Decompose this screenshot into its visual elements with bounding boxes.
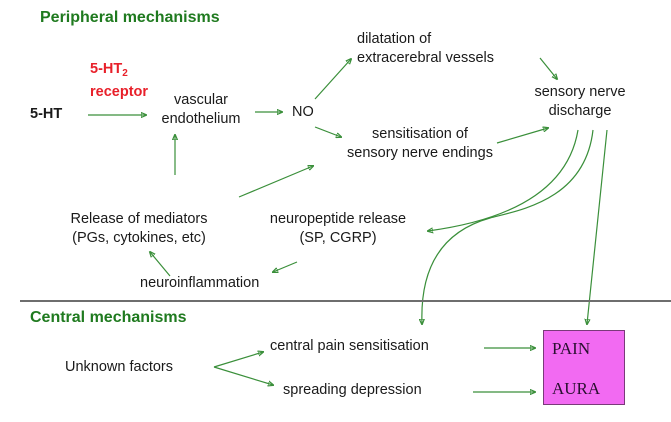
vascular-endothelium-line2: endothelium	[161, 111, 241, 127]
receptor-label: 5-HT2 receptor	[90, 60, 148, 102]
sensory-nerve-discharge-node: sensory nerve discharge	[520, 83, 640, 121]
mediators-line2: (PGs, cytokines, etc)	[72, 230, 206, 246]
arrow-discharge-to-central-pain	[422, 129, 594, 324]
receptor-label-line1: 5-HT	[90, 61, 123, 77]
neuropeptide-line2: (SP, CGRP)	[299, 230, 377, 246]
arrow-discharge-to-pain	[587, 129, 608, 324]
central-pain-sensitisation-node: central pain sensitisation	[270, 338, 429, 354]
neuropeptide-release-node: neuropeptide release (SP, CGRP)	[248, 210, 428, 248]
arrow-no-to-dilatation	[314, 59, 351, 100]
sensitisation-line2: sensory nerve endings	[347, 145, 493, 161]
arrow-dilatation-to-discharge	[539, 57, 557, 79]
no-node: NO	[292, 104, 314, 120]
neuroinflammation-node: neuroinflammation	[140, 275, 260, 291]
dilatation-line1: dilatation of	[357, 31, 432, 47]
dilatation-line2: extracerebral vessels	[357, 50, 494, 66]
receptor-label-line2: receptor	[90, 84, 149, 100]
arrow-neuroinflammation-to-mediators	[150, 252, 171, 277]
vascular-endothelium-line1: vascular	[174, 92, 228, 108]
arrow-neuropeptide-to-neuroinflammation	[273, 261, 298, 272]
receptor-label-subscript: 2	[122, 68, 128, 79]
mediators-line1: Release of mediators	[70, 211, 208, 227]
release-of-mediators-node: Release of mediators (PGs, cytokines, et…	[44, 210, 234, 248]
sensitisation-line1: sensitisation of	[372, 126, 468, 142]
arrow-unknown-to-spreading	[213, 366, 273, 385]
neuropeptide-line1: neuropeptide release	[269, 211, 407, 227]
sensitisation-node: sensitisation of sensory nerve endings	[320, 125, 520, 163]
unknown-factors-node: Unknown factors	[65, 359, 173, 375]
central-mechanisms-heading: Central mechanisms	[30, 309, 187, 326]
spreading-depression-node: spreading depression	[283, 382, 422, 398]
outcome-box: PAIN AURA	[543, 330, 625, 405]
arrow-no-to-sensitisation	[314, 126, 341, 137]
arrow-discharge-to-neuropeptide	[428, 129, 579, 231]
dilatation-node: dilatation of extracerebral vessels	[357, 30, 494, 68]
arrow-sensitisation-to-discharge	[496, 128, 548, 144]
arrow-mediators-to-sensitisation	[238, 166, 313, 198]
peripheral-mechanisms-heading: Peripheral mechanisms	[40, 9, 220, 26]
arrow-unknown-to-central-pain	[213, 352, 263, 368]
section-divider	[20, 300, 671, 302]
pain-label: PAIN	[552, 339, 591, 358]
serotonin-node: 5-HT	[30, 106, 63, 122]
vascular-endothelium-node: vascular endothelium	[146, 91, 256, 129]
discharge-line2: discharge	[548, 103, 612, 119]
aura-label: AURA	[552, 379, 601, 398]
discharge-line1: sensory nerve	[534, 84, 626, 100]
